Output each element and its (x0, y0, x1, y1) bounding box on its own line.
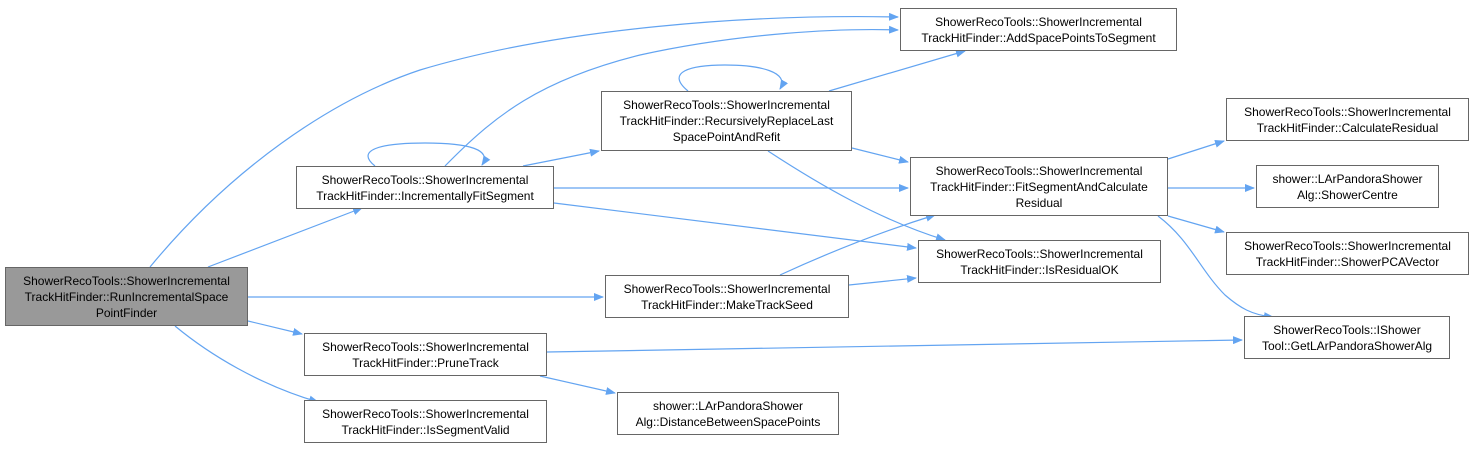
edge-prune-to-getalg (546, 336, 1243, 353)
edge-incfit-to-resok (553, 202, 917, 251)
edge-prune-to-dist (539, 375, 616, 395)
node-is-residual-ok[interactable]: ShowerRecoTools::ShowerIncremental Track… (918, 240, 1161, 283)
node-label-line: ShowerRecoTools::ShowerIncremental (322, 339, 529, 354)
node-make-track-seed[interactable]: ShowerRecoTools::ShowerIncremental Track… (605, 275, 849, 318)
node-label-line: TrackHitFinder::CalculateResidual (1256, 120, 1439, 135)
node-label-line: TrackHitFinder::AddSpacePointsToSegment (921, 30, 1156, 45)
node-label-line: TrackHitFinder::IsSegmentValid (341, 422, 510, 437)
node-label-line: ShowerRecoTools::ShowerIncremental (1244, 238, 1451, 253)
edge-recrep-to-addsp (828, 49, 966, 92)
node-label-line: TrackHitFinder::ShowerPCAVector (1255, 254, 1440, 269)
edge-incfit-to-addsp (444, 25, 899, 167)
edge-maketrack-to-resok (848, 274, 917, 286)
node-get-larpandora-shower-alg[interactable]: ShowerRecoTools::IShower Tool::GetLArPan… (1244, 316, 1450, 359)
node-distance-between-space-points[interactable]: shower::LArPandoraShower Alg::DistanceBe… (617, 392, 839, 435)
node-label-line: TrackHitFinder::RecursivelyReplaceLast (619, 114, 834, 128)
node-label-line: Alg::ShowerCentre (1297, 187, 1398, 202)
edge-incfit-to-incfit (367, 142, 491, 167)
edge-recrep-to-recrep (678, 64, 789, 92)
node-label-line: ShowerRecoTools::ShowerIncremental (935, 163, 1143, 178)
node-label-line: TrackHitFinder::RunIncrementalSpace (24, 289, 229, 304)
node-fit-segment-and-calculate-residual[interactable]: ShowerRecoTools::ShowerIncremental Track… (910, 157, 1168, 216)
node-label-line: shower::LArPandoraShower (652, 398, 804, 413)
edge-run-to-incfit (207, 207, 363, 268)
node-shower-pca-vector[interactable]: ShowerRecoTools::ShowerIncremental Track… (1226, 232, 1469, 275)
node-calculate-residual[interactable]: ShowerRecoTools::ShowerIncremental Track… (1226, 98, 1469, 141)
node-label-line: PointFinder (95, 305, 158, 320)
node-label-line: ShowerRecoTools::ShowerIncremental (23, 273, 230, 288)
node-label-line: Tool::GetLArPandoraShowerAlg (1261, 338, 1433, 353)
node-label-line: ShowerRecoTools::IShower (1273, 322, 1421, 337)
edge-run-to-prune (247, 320, 303, 336)
node-label-line: shower::LArPandoraShower (1272, 171, 1423, 186)
node-label-line: ShowerRecoTools::ShowerIncremental (1244, 104, 1451, 119)
node-label-line: TrackHitFinder::IncrementallyFitSegment (316, 188, 534, 203)
edge-fitseg-to-getalg (1157, 215, 1274, 321)
node-add-space-points-to-segment[interactable]: ShowerRecoTools::ShowerIncremental Track… (900, 8, 1177, 51)
edge-fitseg-to-calcres (1167, 139, 1225, 160)
node-is-segment-valid[interactable]: ShowerRecoTools::ShowerIncremental Track… (304, 400, 547, 443)
node-label-line: Alg::DistanceBetweenSpacePoints (635, 414, 821, 429)
node-incrementally-fit-segment[interactable]: ShowerRecoTools::ShowerIncremental Track… (296, 166, 554, 209)
node-label-line: ShowerRecoTools::ShowerIncremental (623, 98, 830, 112)
node-label-line: ShowerRecoTools::ShowerIncremental (321, 172, 529, 187)
edge-maketrack-to-fitseg (779, 213, 936, 276)
node-label-line: SpacePointAndRefit (672, 130, 781, 144)
node-label-line: ShowerRecoTools::ShowerIncremental (936, 246, 1143, 261)
node-label-line: ShowerRecoTools::ShowerIncremental (322, 406, 529, 421)
edge-incfit-to-recrep (522, 148, 600, 167)
node-shower-centre[interactable]: shower::LArPandoraShower Alg::ShowerCent… (1256, 165, 1439, 208)
edge-run-to-addsp (149, 12, 899, 268)
node-label-line: Residual (1015, 195, 1063, 210)
node-label-line: TrackHitFinder::PruneTrack (352, 355, 499, 370)
edge-fitseg-to-pca (1167, 215, 1225, 234)
node-recursively-replace-last-space-point-and-refit[interactable]: ShowerRecoTools::ShowerIncremental Track… (601, 91, 852, 151)
edge-recrep-to-resok (767, 150, 946, 242)
node-label-line: ShowerRecoTools::ShowerIncremental (935, 14, 1142, 29)
node-run-incremental-space-point-finder: ShowerRecoTools::ShowerIncremental Track… (5, 267, 248, 326)
node-label-line: TrackHitFinder::IsResidualOK (960, 262, 1119, 277)
node-label-line: TrackHitFinder::MakeTrackSeed (641, 297, 813, 312)
node-label-line: ShowerRecoTools::ShowerIncremental (623, 281, 831, 296)
node-label-line: TrackHitFinder::FitSegmentAndCalculate (930, 179, 1148, 194)
node-prune-track[interactable]: ShowerRecoTools::ShowerIncremental Track… (304, 333, 547, 376)
edge-run-to-isvalid (174, 325, 319, 404)
edge-recrep-to-fitseg (851, 147, 909, 164)
